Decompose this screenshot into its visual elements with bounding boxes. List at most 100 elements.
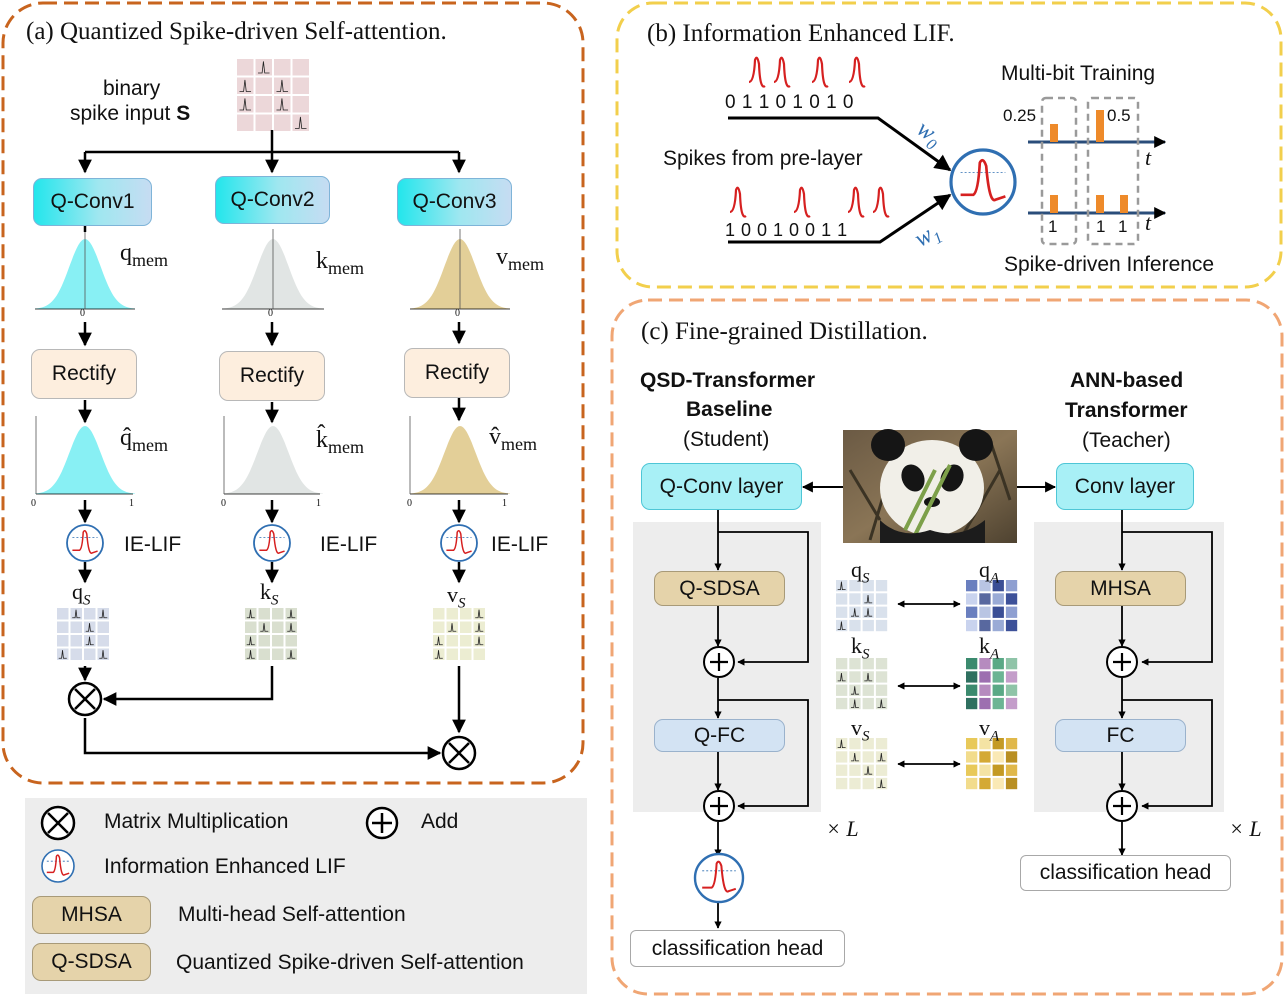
k-hat-mem-label: k̂mem [316, 427, 364, 457]
q-a-distill-grid-cell [992, 606, 1004, 618]
teacher-add-icon-1-cross [1113, 653, 1131, 671]
k-a-distill-grid-cell [979, 671, 991, 683]
q-hat-mem-distribution [35, 416, 135, 495]
rectify-box-3[interactable]: Rectify [404, 348, 510, 398]
q-hat-mem-label: q̂mem [120, 425, 168, 455]
inference-bar-2 [1096, 195, 1104, 213]
student-ie-lif-icon-spike [702, 860, 737, 893]
q-s-distill-grid-spike [864, 608, 873, 617]
v-s-spike-grid-cell [460, 635, 472, 647]
k-s-distill-grid-cell [862, 697, 874, 710]
bottom-input-spike-2 [847, 186, 865, 218]
v-s-spike-grid-spike [475, 636, 484, 646]
k-s-spike-grid-cell [285, 635, 297, 647]
q-a-distill-grid-cell [1005, 606, 1018, 618]
top-input-spike-3 [848, 56, 866, 88]
fc-box[interactable]: FC [1055, 719, 1186, 752]
v-a-distill-grid-cell [992, 738, 1004, 750]
q-s-spike-grid-cell [57, 608, 69, 620]
input-line-top [728, 116, 952, 172]
k-a-distill-grid-cell [966, 697, 978, 710]
q-s-spike-grid-spike [85, 623, 94, 632]
q-s-spike-grid-spike [72, 609, 81, 619]
k-s-spike-grid-spike [287, 623, 296, 632]
q-sdsa-box[interactable]: Q-SDSA [654, 571, 785, 606]
q-a-distill-grid-cell [979, 619, 991, 632]
q-a-distill-grid-cell [979, 580, 991, 592]
tick-one-r2: 1 [316, 498, 321, 509]
k-s-spike-grid-cell [272, 635, 284, 647]
q-mem-label: qmem [120, 240, 168, 270]
legend-ie-lif-icon-spike [46, 854, 70, 876]
k-a-distill-grid-cell [992, 671, 1004, 683]
k-s-distill-grid-cell [836, 697, 848, 710]
panel-b-title: (b) Information Enhanced LIF. [647, 20, 955, 47]
v-s-distill-grid-spike [877, 752, 886, 762]
k-s-spike-grid-cell [245, 621, 257, 633]
input-spike-grid-cells-cell [274, 114, 291, 131]
q-conv1-box[interactable]: Q-Conv1 [33, 178, 152, 226]
v-mem-label: vmem [496, 244, 544, 274]
tick-zero-3: 0 [455, 308, 460, 319]
v-s-spike-grid-cell [460, 621, 472, 633]
k-s-distill-grid-cell [875, 671, 888, 683]
ie-lif-icon-q [66, 524, 104, 562]
q-a-distill-grid-cell [966, 606, 978, 618]
matmul-icon-1 [67, 681, 103, 717]
v-s-distill-grid-cell [862, 751, 874, 763]
k-a-distill-grid-cell [992, 684, 1004, 696]
q-a-distill-grid-cell [966, 580, 978, 592]
top-input-spike-2 [811, 56, 829, 88]
top-input-spike-1 [773, 56, 791, 88]
rectify-box-1[interactable]: Rectify [31, 349, 137, 399]
v-s-distill-grid-cell [836, 751, 848, 763]
v-a-distill-grid-cell [966, 738, 978, 750]
q-a-distill-grid-cell [992, 619, 1004, 632]
q-a-distill-grid-cell [966, 593, 978, 605]
q-fc-box[interactable]: Q-FC [654, 719, 785, 752]
teacher-classification-head[interactable]: classification head [1020, 855, 1231, 891]
pre-layer-label: Spikes from pre-layer [663, 147, 863, 170]
q-conv-layer-box[interactable]: Q-Conv layer [641, 463, 802, 510]
q-s-distill-grid-cell [849, 580, 861, 592]
v-s-distill-grid-spike [850, 752, 859, 762]
k-s-distill-grid-cell [836, 684, 848, 696]
k-s-distill-grid-cell [862, 684, 874, 696]
k-s-distill-grid-spike [850, 699, 859, 708]
q-s-spike-grid-spike [58, 650, 67, 659]
q-mem-distribution [35, 229, 135, 310]
conv-layer-box[interactable]: Conv layer [1056, 463, 1194, 510]
q-s-spike-grid [57, 608, 109, 660]
q-s-distill-grid-cell [875, 606, 888, 618]
v-hat-mem-distribution-curve [410, 426, 510, 494]
q-s-spike-grid-cell [97, 635, 109, 647]
q-conv2-box[interactable]: Q-Conv2 [215, 176, 330, 224]
v-s-spike-grid-cell [446, 635, 458, 647]
k-s-distill-grid-spike [877, 699, 886, 708]
v-hat-mem-label: v̂mem [489, 424, 537, 454]
input-spike-grid-cells-cell [255, 96, 272, 113]
rectify-box-2[interactable]: Rectify [219, 351, 325, 401]
k-s-distill-grid-cell [849, 658, 861, 670]
v-a-distill-grid-cell [1005, 738, 1018, 750]
q-conv3-box[interactable]: Q-Conv3 [397, 178, 512, 226]
legend-qsdsa-box: Q-SDSA [32, 943, 151, 981]
q-s-distill-grid-cell [849, 593, 861, 605]
mhsa-box[interactable]: MHSA [1055, 571, 1186, 606]
student-classification-head[interactable]: classification head [630, 930, 845, 967]
k-a-distill-grid-cell [979, 658, 991, 670]
v-s-distill-grid-cell [875, 764, 888, 776]
k-s-spike-grid-cell [272, 621, 284, 633]
k-a-distill-grid-cell [992, 658, 1004, 670]
v-s-spike-grid-spike [475, 623, 484, 632]
k-s-distill-grid-cell [836, 658, 848, 670]
training-label: Multi-bit Training [1001, 62, 1156, 85]
v-a-distill-grid-cell [966, 764, 978, 776]
input-spike-grid-cells-spike [276, 98, 289, 111]
k-s-distill-grid-spike [864, 672, 873, 682]
v-a-distill-grid-cell [1005, 751, 1018, 763]
q-a-distill-grid-cell [979, 606, 991, 618]
v-s-distill-grid-cell [849, 738, 861, 750]
student-title-2: Baseline [686, 398, 773, 421]
ie-lif-icon-k-spike [259, 530, 285, 554]
